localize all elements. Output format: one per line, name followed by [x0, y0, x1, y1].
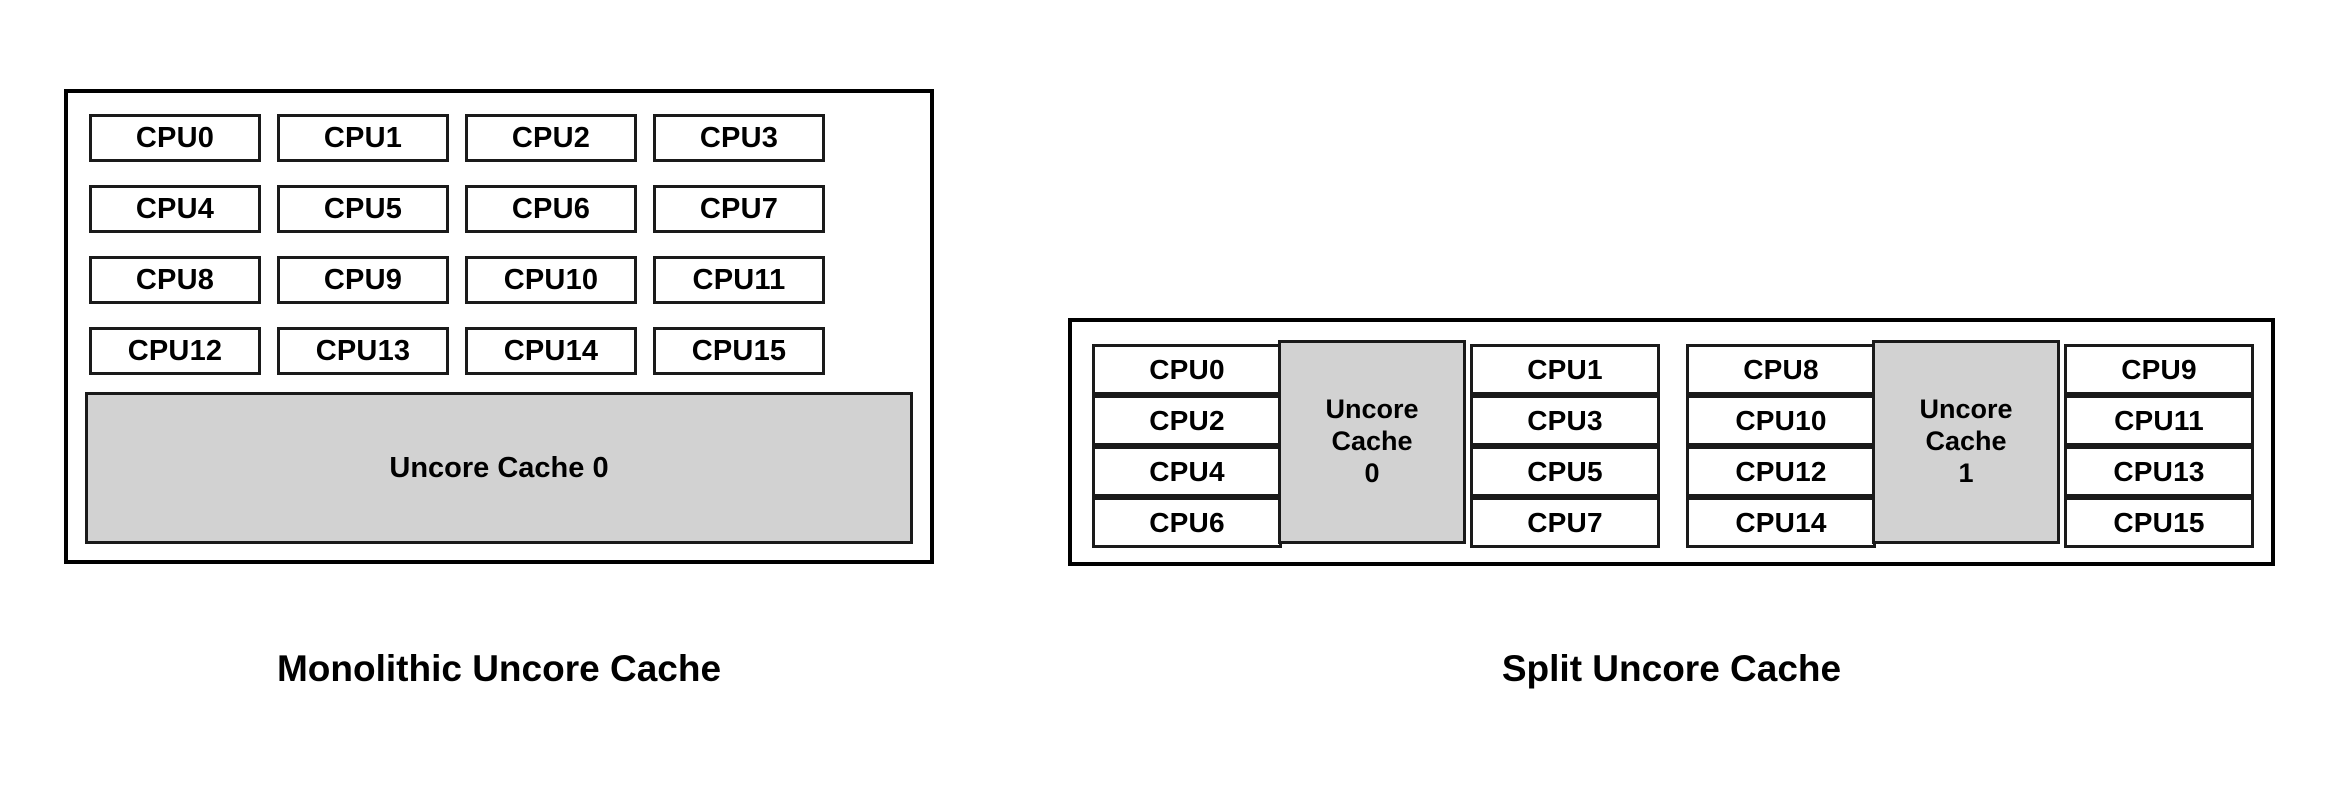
cpu-box: CPU3	[653, 114, 825, 162]
cpu-box: CPU12	[1686, 446, 1876, 497]
uncore-cache-box: Uncore Cache 0	[1278, 340, 1466, 544]
uncore-cache-box: Uncore Cache 0	[85, 392, 913, 544]
cpu-box: CPU5	[277, 185, 449, 233]
uncore-cache-label-line: Uncore	[1919, 394, 2013, 425]
figure-caption-split: Split Uncore Cache	[1501, 648, 1842, 689]
uncore-cache-index: 0	[1364, 457, 1380, 488]
cpu-box: CPU11	[653, 256, 825, 304]
cpu-box: CPU4	[1092, 446, 1282, 497]
uncore-cache-index: 1	[1958, 457, 1974, 488]
cpu-box: CPU1	[1470, 344, 1660, 395]
cpu-box: CPU10	[1686, 395, 1876, 446]
cpu-box: CPU10	[465, 256, 637, 304]
cpu-box: CPU8	[1686, 344, 1876, 395]
cpu-box: CPU3	[1470, 395, 1660, 446]
uncore-cache-box: Uncore Cache 1	[1872, 340, 2060, 544]
cpu-box: CPU9	[2064, 344, 2254, 395]
cpu-box: CPU0	[89, 114, 261, 162]
uncore-cache-label-line: Cache	[1331, 426, 1413, 457]
cpu-box: CPU13	[277, 327, 449, 375]
cpu-box: CPU6	[465, 185, 637, 233]
figure-caption-monolithic: Monolithic Uncore Cache	[276, 648, 722, 689]
cpu-box: CPU1	[277, 114, 449, 162]
cpu-box: CPU6	[1092, 497, 1282, 548]
cpu-box: CPU8	[89, 256, 261, 304]
cpu-box: CPU13	[2064, 446, 2254, 497]
cpu-box: CPU11	[2064, 395, 2254, 446]
cpu-box: CPU7	[653, 185, 825, 233]
cpu-box: CPU14	[1686, 497, 1876, 548]
uncore-cache-label-line: Cache	[1925, 426, 2007, 457]
cpu-box: CPU14	[465, 327, 637, 375]
cpu-box: CPU12	[89, 327, 261, 375]
cpu-box: CPU0	[1092, 344, 1282, 395]
cpu-box: CPU5	[1470, 446, 1660, 497]
cpu-box: CPU15	[653, 327, 825, 375]
cpu-box: CPU2	[1092, 395, 1282, 446]
cpu-box: CPU2	[465, 114, 637, 162]
split-package-frame: CPU0 CPU2 CPU4 CPU6 CPU1 CPU3 CPU5 CPU7 …	[1068, 318, 2275, 566]
cpu-box: CPU9	[277, 256, 449, 304]
cpu-box: CPU15	[2064, 497, 2254, 548]
cpu-box: CPU4	[89, 185, 261, 233]
uncore-cache-label-line: Uncore	[1325, 394, 1419, 425]
cpu-box: CPU7	[1470, 497, 1660, 548]
